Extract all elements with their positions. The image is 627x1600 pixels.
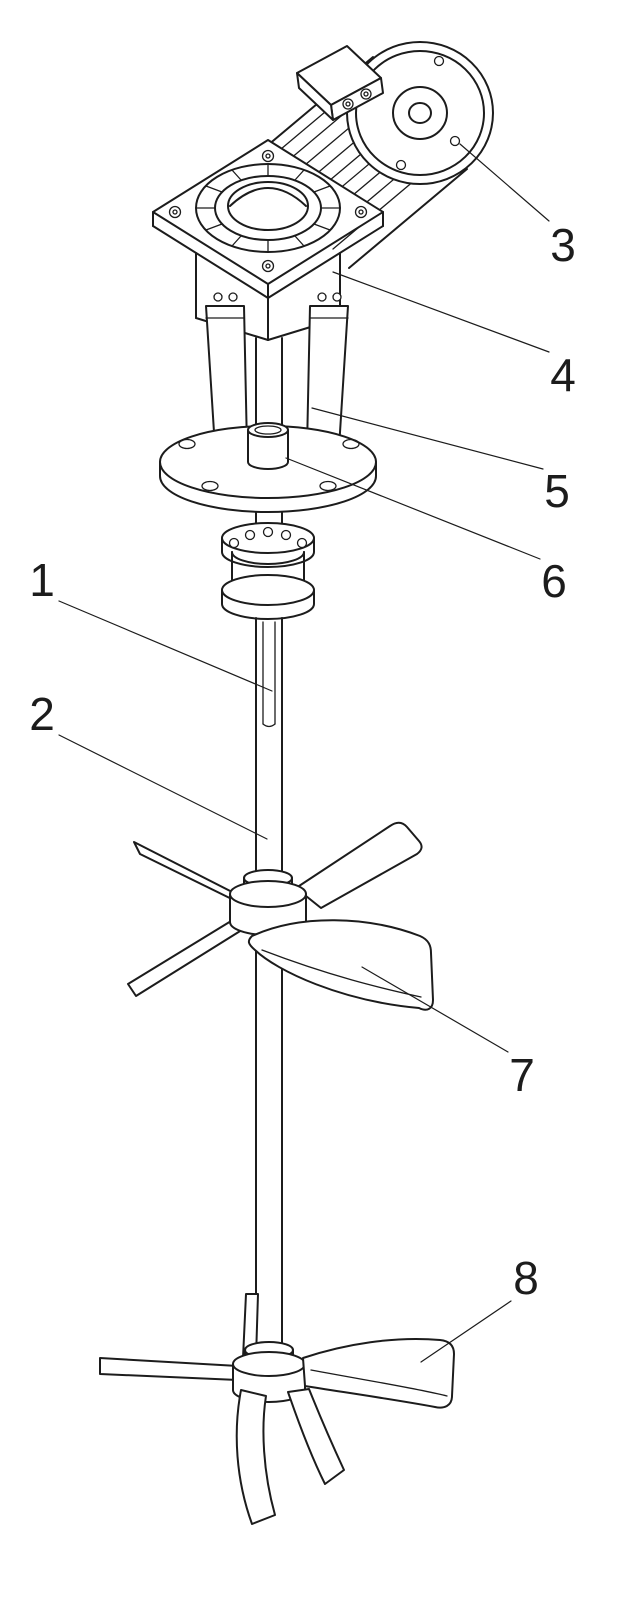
callout-number-4: 4 xyxy=(550,349,576,401)
lower-impeller-down-blade-left xyxy=(235,1389,276,1525)
leader-line-7 xyxy=(361,966,509,1053)
lower-impeller-left-blade xyxy=(99,1357,239,1381)
callout-number-8: 8 xyxy=(513,1252,539,1304)
callout-5: 5 xyxy=(311,407,570,517)
leader-line-4 xyxy=(332,271,550,353)
electric-motor xyxy=(254,41,494,269)
lantern-bolts xyxy=(213,292,342,302)
callout-2: 2 xyxy=(29,688,268,840)
cable-gland-icon xyxy=(342,88,372,110)
upper-impeller-back-blade xyxy=(295,821,423,909)
shaft-hollow-bore xyxy=(262,621,276,728)
shaft-upper-segment xyxy=(255,337,283,433)
callout-6: 6 xyxy=(285,457,567,607)
terminal-box xyxy=(296,45,384,121)
lower-impeller-right-blade xyxy=(302,1337,455,1409)
callout-7: 7 xyxy=(361,966,535,1101)
callout-8: 8 xyxy=(420,1252,539,1363)
upper-impeller-front-blade xyxy=(247,919,434,1011)
leader-line-6 xyxy=(285,457,541,560)
upper-impeller xyxy=(127,821,434,1011)
rigid-coupling xyxy=(221,522,315,620)
lower-impeller-down-blade-right xyxy=(287,1388,345,1485)
shaft-seal xyxy=(247,422,289,470)
leader-line-2 xyxy=(58,734,268,840)
shaft-dome-cover xyxy=(227,181,309,231)
callout-number-5: 5 xyxy=(544,465,570,517)
callout-number-1: 1 xyxy=(29,554,55,606)
callout-3: 3 xyxy=(459,143,576,271)
callout-number-6: 6 xyxy=(541,555,567,607)
callout-number-7: 7 xyxy=(509,1049,535,1101)
agitator-shaft xyxy=(255,617,283,1347)
ring-ribs xyxy=(195,163,341,253)
callout-number-3: 3 xyxy=(550,219,576,271)
flange-bolt-holes xyxy=(178,438,360,492)
callout-1: 1 xyxy=(29,554,273,692)
gearbox-bearing-ring xyxy=(195,163,341,253)
gearbox-flange-bolts xyxy=(168,149,368,273)
callout-4: 4 xyxy=(332,271,576,401)
upper-impeller-left-down-blade xyxy=(127,917,246,997)
drawing-root: 1 2 3 4 5 6 7 xyxy=(29,41,576,1525)
leader-line-8 xyxy=(420,1300,512,1363)
leader-line-1 xyxy=(58,600,273,692)
motor-fan-cover xyxy=(346,41,494,185)
leader-line-5 xyxy=(311,407,544,470)
leader-line-3 xyxy=(459,143,550,222)
lower-impeller xyxy=(99,1293,455,1525)
lantern-leg-right xyxy=(306,305,349,449)
callout-number-2: 2 xyxy=(29,688,55,740)
callouts: 1 2 3 4 5 6 7 xyxy=(29,143,576,1363)
coupling-bolts xyxy=(228,526,308,549)
